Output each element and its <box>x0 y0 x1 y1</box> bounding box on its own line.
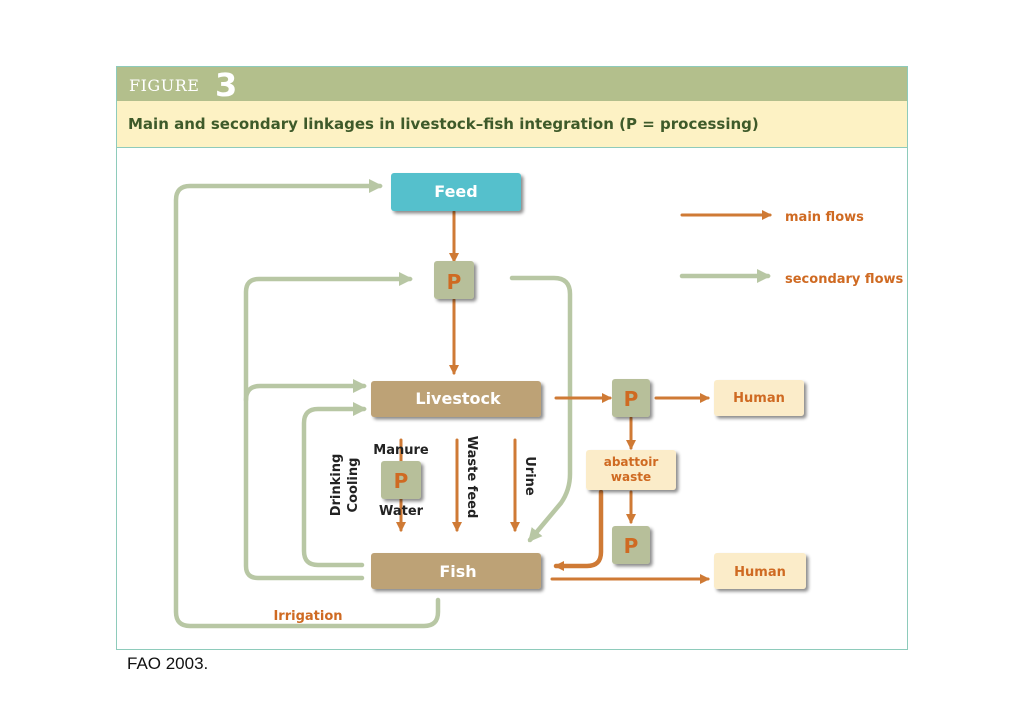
p-to-fish-flow <box>509 275 573 543</box>
figure-label: FIGURE <box>129 76 200 95</box>
legend: main flows secondary flows <box>785 210 904 287</box>
legend-main-label: main flows <box>785 210 864 225</box>
p-abattoir-label: P <box>624 534 639 558</box>
human-top-label: Human <box>733 391 785 406</box>
p-right-label: P <box>624 387 639 411</box>
abattoir-waste-node: abattoir waste <box>586 450 676 490</box>
livestock-node: Livestock <box>371 381 541 417</box>
feed-node: Feed <box>391 173 521 211</box>
drinking-label: Drinking <box>329 454 344 517</box>
p-top-node: P <box>434 261 474 299</box>
fish-label: Fish <box>439 562 476 581</box>
source-caption: FAO 2003. <box>127 654 209 673</box>
drinking-cooling-flow <box>301 402 367 568</box>
livestock-label: Livestock <box>415 389 501 408</box>
abattoir-label-line2: waste <box>611 470 651 484</box>
manure-label: Manure <box>373 443 429 458</box>
human-bottom-node: Human <box>714 553 806 589</box>
figure-title: Main and secondary linkages in livestock… <box>128 115 759 133</box>
feed-label: Feed <box>434 182 477 201</box>
p-top-label: P <box>447 270 462 294</box>
p-manure-node: P <box>381 461 421 499</box>
legend-secondary-label: secondary flows <box>785 272 904 287</box>
water-label: Water <box>379 504 424 519</box>
irrigation-label: Irrigation <box>273 609 342 624</box>
abattoir-to-fish-flow <box>553 489 604 571</box>
figure-number: 3 <box>215 66 238 104</box>
abattoir-label-line1: abattoir <box>604 455 659 469</box>
human-bottom-label: Human <box>734 565 786 580</box>
figure-title-band: Main and secondary linkages in livestock… <box>117 101 907 148</box>
human-top-node: Human <box>714 380 804 416</box>
fish-node: Fish <box>371 553 541 589</box>
figure-header: FIGURE 3 <box>117 66 907 104</box>
fish-to-livestock-flow <box>243 379 367 403</box>
p-right-node: P <box>612 379 650 417</box>
p-abattoir-node: P <box>612 526 650 564</box>
cooling-label: Cooling <box>346 458 361 513</box>
p-manure-label: P <box>394 469 409 493</box>
urine-label: Urine <box>522 456 537 496</box>
fish-to-p-flow <box>243 272 413 581</box>
irrigation-loop-flow <box>173 179 441 629</box>
waste-feed-label: Waste feed <box>464 436 479 519</box>
